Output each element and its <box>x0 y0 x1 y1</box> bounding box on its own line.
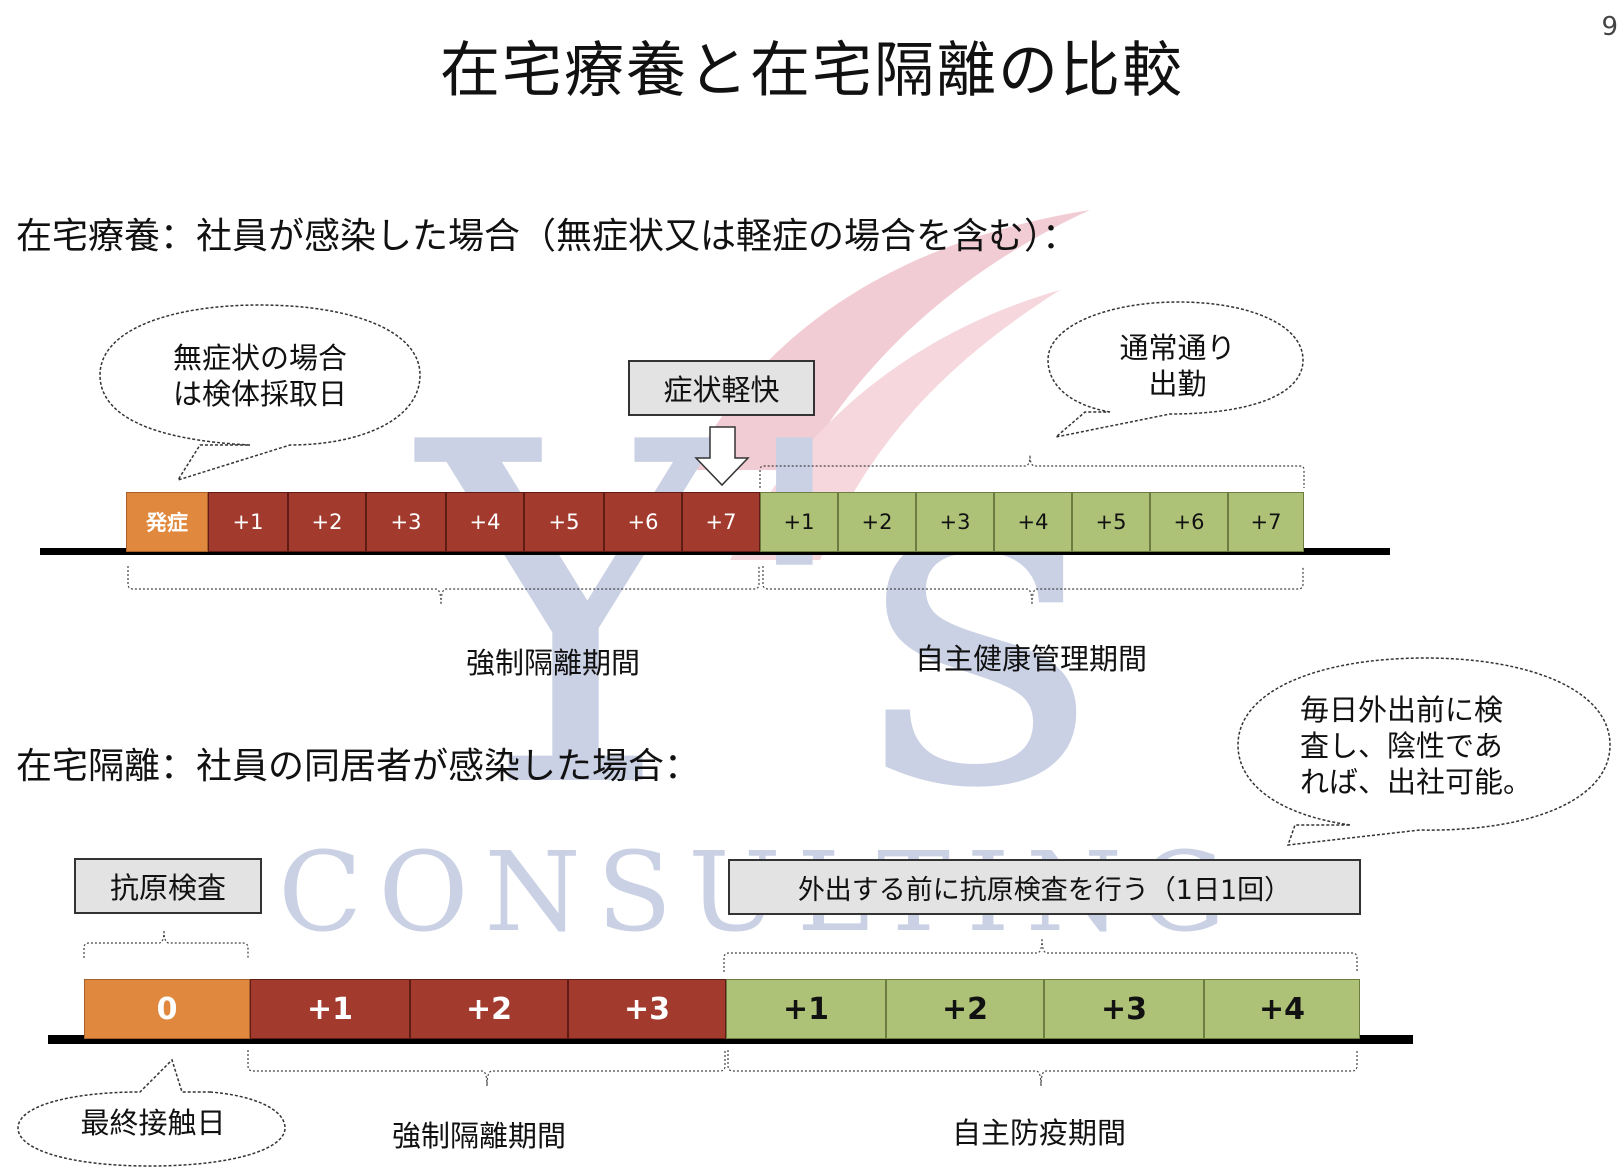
selfcare-day-cell: +1 <box>726 979 886 1039</box>
bubble-top-line1: 毎日外出前に検 <box>1300 693 1504 727</box>
selfcare-day-cell: +4 <box>994 492 1072 552</box>
isolation-day-cell: +1 <box>250 979 410 1039</box>
period-label-selfcare: 自主健康管理期間 <box>915 642 1148 676</box>
bubble-right-shape <box>1047 301 1304 439</box>
isolation-day-cell: +7 <box>682 492 760 552</box>
watermark-ys: Y's <box>412 344 1100 891</box>
isolation-day-cell: +3 <box>568 979 726 1039</box>
contact-day-cell: 0 <box>84 979 250 1039</box>
selfcare-day-cell: +7 <box>1228 492 1304 552</box>
selfcare-day-cell: +2 <box>838 492 916 552</box>
brace-bottom-isolation-2 <box>247 1050 726 1087</box>
period-label-isolation-2: 強制隔離期間 <box>392 1119 567 1153</box>
brace-top-antigen <box>83 929 249 958</box>
section2-heading: 在宅隔離：社員の同居者が感染した場合： <box>16 746 701 787</box>
isolation-day-cell: +2 <box>410 979 568 1039</box>
selfcare-day-cell: +4 <box>1204 979 1360 1039</box>
bubble-top-line2: 査し、陰性であ <box>1300 729 1503 763</box>
symptom-improved-box: 症状軽快 <box>628 360 815 416</box>
bubble-left-line1: 無症状の場合 <box>172 341 347 375</box>
page-title: 在宅療養と在宅隔離の比較 <box>440 36 1184 106</box>
isolation-day-cell: +3 <box>366 492 446 552</box>
down-arrow-icon <box>694 426 750 487</box>
period-label-selfcare-2: 自主防疫期間 <box>952 1116 1127 1150</box>
isolation-day-cell: +1 <box>208 492 288 552</box>
bubble-bottom-shape <box>17 1058 286 1167</box>
isolation-day-cell: +5 <box>524 492 604 552</box>
bubble-left-text: 無症状の場合 は検体採取日 <box>150 340 370 412</box>
isolation-day-cell: +4 <box>446 492 524 552</box>
brace-bottom-selfcare-2 <box>727 1050 1358 1087</box>
daily-test-box: 外出する前に抗原検査を行う（1日1回） <box>728 859 1361 915</box>
bubble-right-line1: 通常通り <box>1119 331 1236 365</box>
page-number: 9 <box>1601 12 1618 42</box>
bubble-left-shape <box>99 304 421 482</box>
selfcare-day-cell: +1 <box>760 492 838 552</box>
bubble-top-shape <box>1237 657 1611 846</box>
antigen-test-box: 抗原検査 <box>74 858 262 914</box>
period-label-isolation: 強制隔離期間 <box>466 646 641 680</box>
bubble-left-line2: は検体採取日 <box>172 377 347 411</box>
bubble-right-text: 通常通り 出勤 <box>1100 330 1255 402</box>
bubble-bottom-text: 最終接触日 <box>80 1106 226 1140</box>
selfcare-day-cell: +3 <box>1044 979 1204 1039</box>
isolation-day-cell: +6 <box>604 492 682 552</box>
brace-bottom-selfcare <box>762 566 1304 606</box>
bubble-right-line2: 出勤 <box>1148 367 1207 401</box>
isolation-day-cell: +2 <box>288 492 366 552</box>
section1-heading: 在宅療養：社員が感染した場合（無症状又は軽症の場合を含む）： <box>16 216 1079 257</box>
selfcare-day-cell: +5 <box>1072 492 1150 552</box>
onset-cell: 発症 <box>126 492 208 552</box>
timeline-axis-2 <box>48 1035 1413 1044</box>
bubble-top-text: 毎日外出前に検 査し、陰性であ れば、出社可能。 <box>1300 692 1550 800</box>
selfcare-day-cell: +2 <box>886 979 1044 1039</box>
selfcare-day-cell: +6 <box>1150 492 1228 552</box>
selfcare-day-cell: +3 <box>916 492 994 552</box>
bubble-top-line3: れば、出社可能。 <box>1300 765 1533 799</box>
